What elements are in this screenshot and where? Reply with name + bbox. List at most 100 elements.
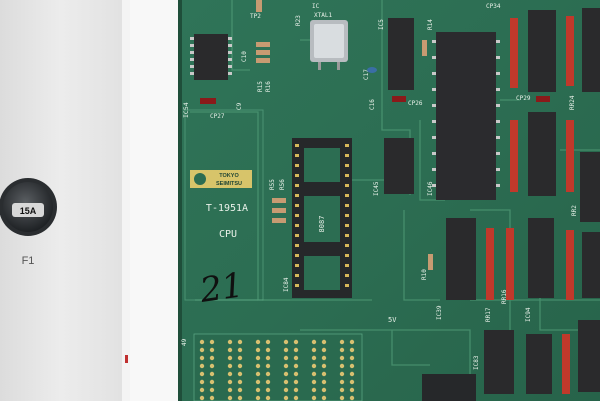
prototype-hole — [199, 387, 205, 393]
prototype-hole — [311, 387, 317, 393]
prototype-hole — [283, 387, 289, 393]
prototype-hole — [209, 379, 215, 385]
prototype-hole — [349, 371, 355, 377]
ref-ic39: IC39 — [436, 305, 443, 320]
ref-r56: R56 — [279, 179, 286, 190]
prototype-hole — [255, 387, 261, 393]
enclosure-frame — [130, 0, 178, 401]
prototype-hole — [255, 347, 261, 353]
ref-c16: C16 — [369, 99, 376, 110]
prototype-hole — [209, 387, 215, 393]
capacitor-cp26 — [392, 96, 406, 102]
prototype-hole — [283, 355, 289, 361]
prototype-hole — [339, 387, 345, 393]
prototype-hole — [237, 387, 243, 393]
prototype-hole — [199, 371, 205, 377]
resistor-networks-lower — [486, 218, 600, 300]
chip-row-right-top — [510, 8, 600, 92]
chip-ic39 — [446, 218, 476, 300]
red-marker — [125, 355, 128, 363]
prototype-hole — [199, 347, 205, 353]
prototype-hole — [265, 379, 271, 385]
fuse-rating-label: 15A — [20, 206, 37, 216]
prototype-hole — [255, 371, 261, 377]
prototype-hole — [321, 355, 327, 361]
logo-emblem-icon — [194, 173, 206, 185]
prototype-hole — [265, 395, 271, 401]
prototype-hole — [265, 387, 271, 393]
prototype-hole — [227, 379, 233, 385]
ref-r16: R16 — [265, 81, 272, 92]
ref-tp2: TP2 — [250, 13, 261, 20]
prototype-hole — [321, 347, 327, 353]
ref-ic-top: IC — [312, 3, 320, 10]
prototype-hole — [311, 355, 317, 361]
prototype-hole — [311, 371, 317, 377]
prototype-hole — [255, 355, 261, 361]
prototype-hole — [311, 363, 317, 369]
prototype-hole — [283, 339, 289, 345]
prototype-hole — [293, 371, 299, 377]
manufacturer-logo: TOKYO SEIMITSU — [190, 170, 252, 188]
prototype-hole — [255, 395, 261, 401]
prototype-holes — [199, 339, 355, 401]
prototype-hole — [311, 379, 317, 385]
prototype-hole — [293, 347, 299, 353]
prototype-hole — [265, 355, 271, 361]
prototype-hole — [265, 347, 271, 353]
prototype-hole — [199, 339, 205, 345]
prototype-hole — [255, 339, 261, 345]
prototype-hole — [339, 371, 345, 377]
prototype-hole — [265, 363, 271, 369]
prototype-hole — [237, 363, 243, 369]
prototype-hole — [265, 371, 271, 377]
ref-ic46: IC46 — [427, 181, 434, 196]
fuse-holder: 15A — [0, 178, 57, 236]
prototype-hole — [321, 395, 327, 401]
prototype-hole — [339, 363, 345, 369]
prototype-hole — [321, 387, 327, 393]
prototype-hole — [209, 371, 215, 377]
prototype-hole — [227, 347, 233, 353]
ref-xtal: XTAL1 — [314, 12, 332, 19]
chip-row-right-middle — [510, 112, 600, 222]
prototype-hole — [227, 387, 233, 393]
ref-ic84: IC84 — [283, 277, 290, 292]
prototype-hole — [227, 395, 233, 401]
prototype-hole — [237, 371, 243, 377]
board-section-label: CPU — [219, 229, 237, 240]
prototype-hole — [349, 363, 355, 369]
ref-ic54: IC54 — [182, 102, 190, 118]
capacitor-cp27 — [200, 98, 216, 104]
prototype-hole — [349, 379, 355, 385]
prototype-hole — [339, 355, 345, 361]
prototype-hole — [293, 395, 299, 401]
ref-cp34: CP34 — [486, 3, 501, 10]
prototype-hole-area — [193, 333, 363, 401]
prototype-hole — [339, 347, 345, 353]
prototype-hole — [209, 363, 215, 369]
resistor-r10 — [428, 254, 433, 270]
prototype-hole — [209, 355, 215, 361]
prototype-hole — [227, 371, 233, 377]
prototype-hole — [293, 387, 299, 393]
prototype-hole — [209, 395, 215, 401]
ref-r15: R15 — [257, 81, 264, 92]
prototype-hole — [199, 379, 205, 385]
prototype-hole — [209, 339, 215, 345]
prototype-hole — [349, 387, 355, 393]
prototype-hole — [237, 395, 243, 401]
handwritten-number: 21 — [197, 265, 246, 311]
prototype-hole — [227, 355, 233, 361]
resistor-pair-r55-r56 — [272, 198, 286, 223]
prototype-hole — [237, 355, 243, 361]
prototype-hole — [293, 355, 299, 361]
ref-cp27: CP27 — [210, 113, 225, 120]
capacitor-c17 — [367, 67, 377, 73]
panel-edge — [122, 0, 130, 401]
prototype-hole — [209, 347, 215, 353]
prototype-hole — [283, 347, 289, 353]
prototype-hole — [237, 339, 243, 345]
